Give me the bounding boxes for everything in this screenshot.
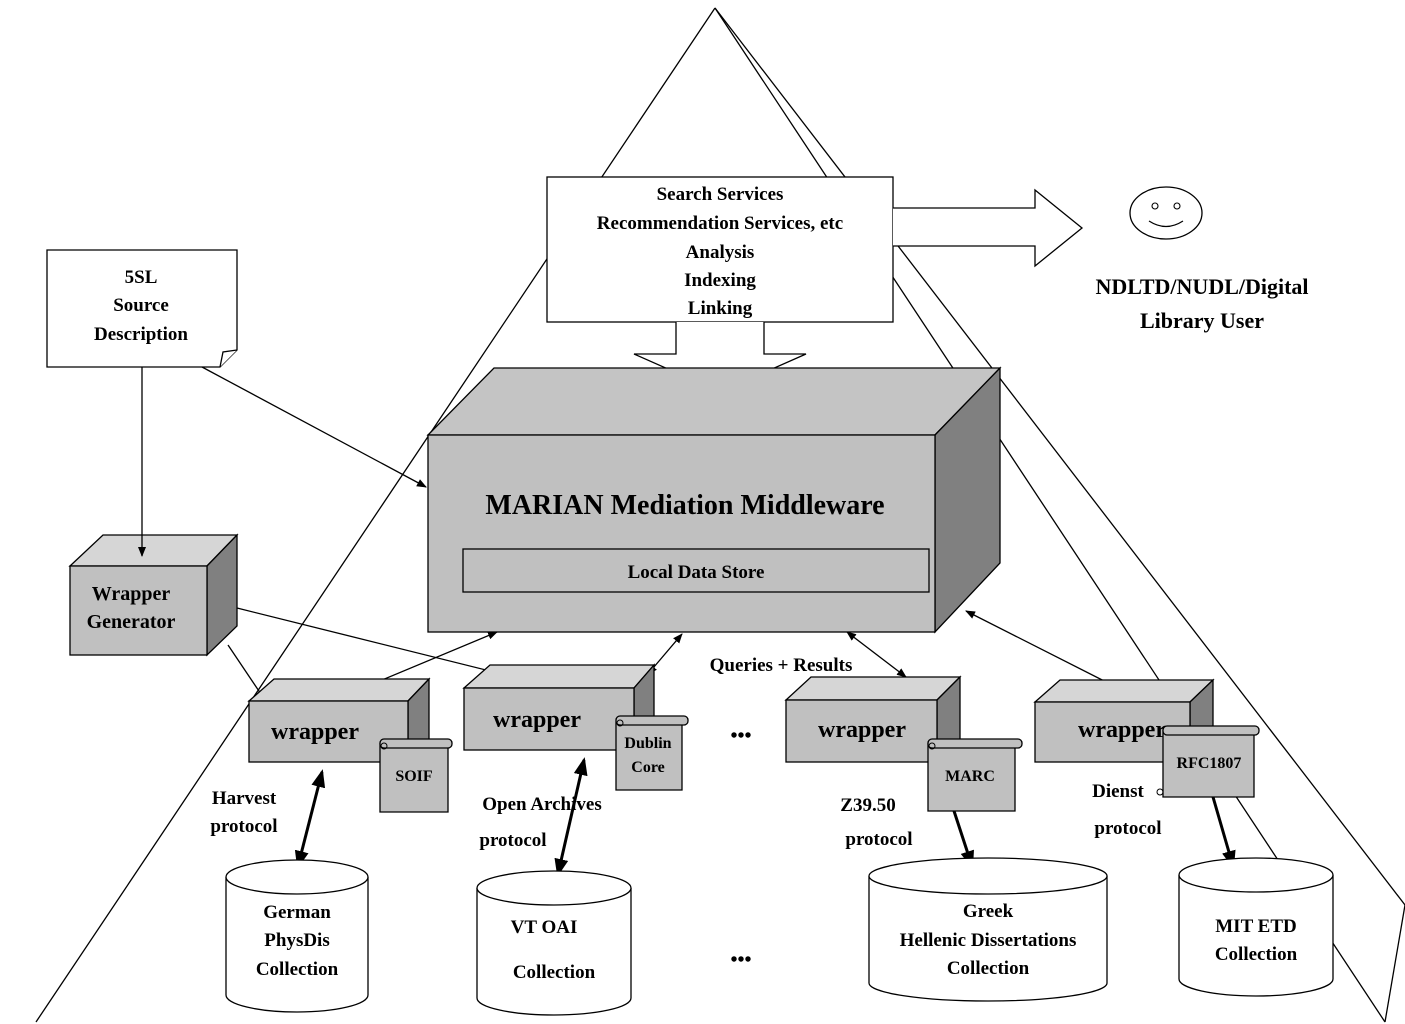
- collection-label: Collection: [1215, 944, 1298, 965]
- protocol-label: protocol: [845, 829, 912, 850]
- middleware-title: MARIAN Mediation Middleware: [485, 490, 884, 521]
- wrapper-3: wrapper MARC Z39.50 protocol Greek Helle…: [784, 675, 1108, 1002]
- collection-cylinder: VT OAI Collection: [476, 870, 632, 1016]
- local-data-store-label: Local Data Store: [628, 562, 765, 583]
- collection-label: MIT ETD: [1215, 916, 1296, 937]
- protocol-label: protocol: [1094, 818, 1161, 839]
- protocol-label: protocol: [210, 816, 277, 837]
- collection-label: VT OAI: [511, 917, 578, 938]
- wrapper-2: wrapper Dublin Core Open Archives protoc…: [462, 663, 689, 1016]
- connector-arrows: [138, 366, 1119, 713]
- wrapper-1: wrapper SOIF Harvest protocol German Phy…: [210, 677, 453, 1013]
- collection-label: Hellenic Dissertations: [900, 930, 1077, 951]
- queries-results-label: Queries + Results: [710, 655, 853, 676]
- wrapper-label: wrapper: [493, 707, 581, 733]
- collection-label: Collection: [256, 959, 339, 980]
- format-label: RFC1807: [1177, 755, 1242, 772]
- protocol-label: Harvest: [212, 788, 277, 809]
- wrapper-label: wrapper: [271, 719, 359, 745]
- local-data-store: [462, 548, 930, 593]
- collection-label: German: [263, 902, 331, 923]
- protocol-label: Dienst: [1092, 781, 1144, 802]
- wrapper-4: wrapper RFC1807 Dienst protocol MIT ETD …: [1033, 678, 1334, 997]
- protocol-label: Z39.50: [840, 795, 895, 816]
- format-label: MARC: [945, 768, 995, 785]
- collection-label: Greek: [963, 901, 1014, 922]
- source-description-note: 5SL Source Description: [46, 249, 238, 368]
- format-scroll: SOIF: [379, 738, 453, 813]
- format-scroll: MARC: [927, 738, 1023, 812]
- user-label: NDLTD/NUDL/Digital: [1095, 274, 1308, 299]
- wrapper-label: wrapper: [1078, 717, 1166, 743]
- ellipsis-lower: •••: [730, 949, 751, 971]
- wrapper-generator-label: Wrapper: [92, 583, 171, 605]
- services-line: Analysis: [686, 242, 755, 263]
- services-line: Linking: [688, 298, 753, 319]
- ellipsis-upper: •••: [730, 725, 751, 747]
- protocol-label: Open Archives: [482, 794, 601, 815]
- collection-label: Collection: [947, 958, 1030, 979]
- wrapper-generator-box: Wrapper Generator: [68, 533, 239, 657]
- smiley-face-icon: [1129, 186, 1203, 240]
- collection-cylinder: German PhysDis Collection: [225, 859, 369, 1013]
- format-label: Dublin: [624, 735, 671, 752]
- collection-label: PhysDis: [264, 930, 329, 951]
- source-line: Description: [94, 324, 188, 345]
- services-box: Search Services Recommendation Services,…: [546, 176, 894, 323]
- format-scroll: Dublin Core: [615, 715, 689, 791]
- services-line: Indexing: [684, 270, 756, 291]
- collection-cylinder: MIT ETD Collection: [1178, 857, 1334, 997]
- format-label: SOIF: [395, 768, 433, 785]
- source-line: Source: [113, 295, 169, 316]
- user-label: Library User: [1140, 308, 1264, 333]
- services-line: Search Services: [657, 184, 784, 205]
- services-line: Recommendation Services, etc: [597, 213, 843, 234]
- collection-cylinder: Greek Hellenic Dissertations Collection: [868, 857, 1108, 1002]
- user-right-arrow: [893, 188, 1084, 268]
- wrapper-generator-label: Generator: [87, 611, 176, 633]
- collection-label: Collection: [513, 962, 596, 983]
- format-scroll: RFC1807: [1156, 725, 1260, 798]
- wrapper-label: wrapper: [818, 717, 906, 743]
- source-line: 5SL: [125, 267, 158, 288]
- format-label: Core: [631, 759, 664, 776]
- middleware-box: MARIAN Mediation Middleware Local Data S…: [426, 366, 1002, 634]
- protocol-label: protocol: [479, 830, 546, 851]
